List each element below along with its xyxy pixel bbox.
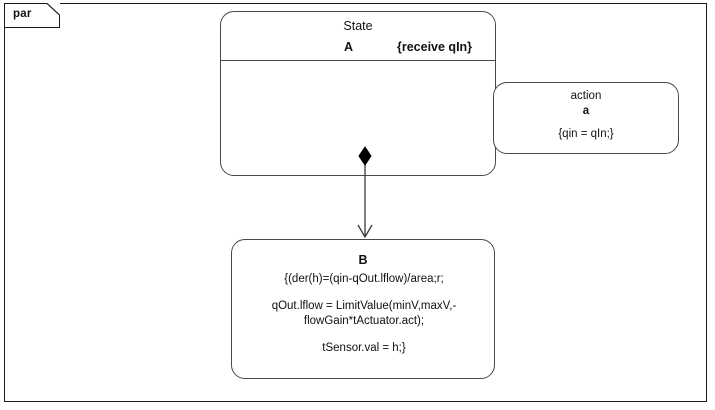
open-arrowhead-icon [357, 224, 373, 239]
state-box-a[interactable]: State A {receive qIn} action a {qin = qI… [220, 11, 679, 176]
action-name-label: a [582, 105, 590, 117]
b-body-line: qOut.lflow = LimitValue(minV,maxV,-flowG… [271, 300, 457, 327]
state-box-b[interactable]: B {(der(h)=(qin-qOut.lflow)/area;r; qOut… [231, 239, 495, 379]
state-trigger-label: {receive qIn} [397, 40, 473, 54]
filled-diamond-icon [358, 146, 372, 166]
frame-tab-label: par [13, 8, 32, 20]
composition-connector[interactable] [345, 140, 385, 245]
state-name-label: A [344, 40, 354, 54]
state-keyword-label: State [343, 19, 373, 33]
b-body-line: tSensor.val = h;} [322, 342, 406, 354]
state-header: State A {receive qIn} [221, 12, 495, 61]
frame-tab: par [4, 3, 60, 28]
action-box-a[interactable]: action a {qin = qIn;} [493, 82, 679, 154]
state-name-row: A {receive qIn} [221, 39, 495, 57]
b-body: {(der(h)=(qin-qOut.lflow)/area;r; qOut.l… [238, 272, 490, 356]
action-body-label: {qin = qIn;} [558, 128, 614, 140]
b-body-line: {(der(h)=(qin-qOut.lflow)/area;r; [284, 273, 444, 285]
action-keyword-label: action [570, 90, 602, 102]
b-name-label: B [358, 253, 368, 267]
